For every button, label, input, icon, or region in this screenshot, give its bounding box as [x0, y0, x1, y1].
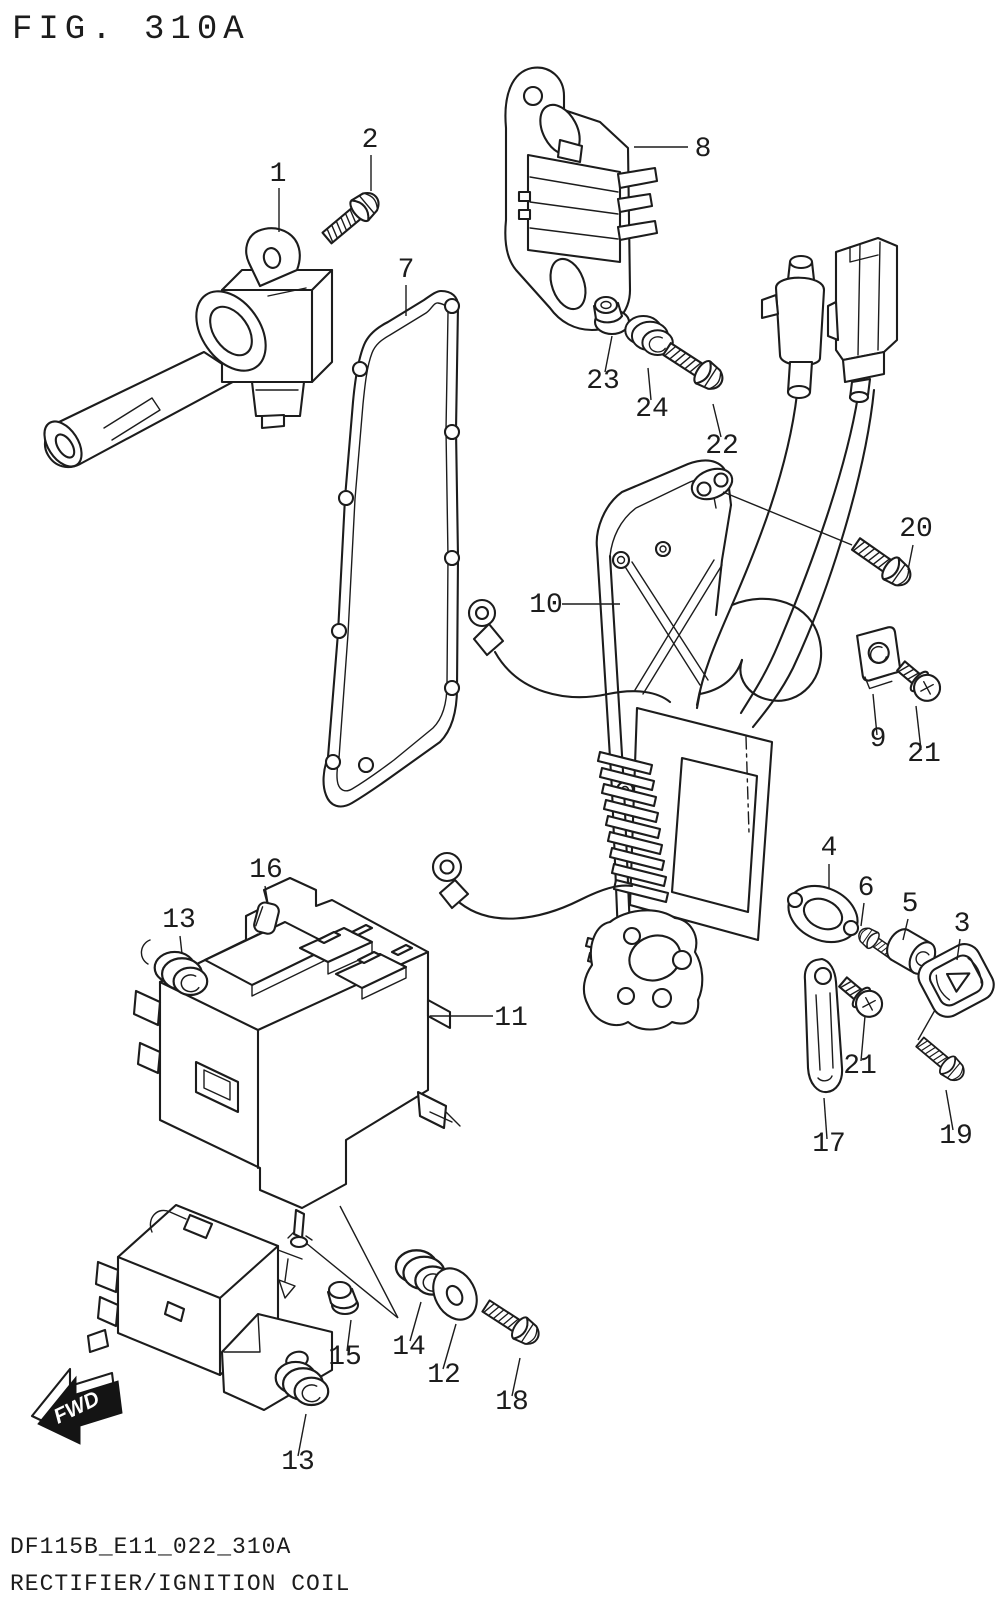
callout-7: 7: [398, 255, 415, 286]
callout-18: 18: [495, 1387, 529, 1418]
callout-9: 9: [870, 724, 887, 755]
callout-13b: 13: [281, 1447, 315, 1478]
drawing-title: RECTIFIER/IGNITION COIL: [10, 1571, 350, 1597]
callout-6: 6: [858, 873, 875, 904]
callout-10: 10: [529, 590, 563, 621]
callout-4: 4: [821, 833, 838, 864]
callout-17: 17: [812, 1129, 846, 1160]
boot-connector: [760, 254, 826, 400]
gasket-4: [786, 884, 860, 944]
callout-2: 2: [362, 125, 379, 156]
bolt-2: [317, 185, 386, 250]
bracket-plate-8: [504, 66, 659, 332]
pointer-wedge: [305, 1205, 399, 1319]
callout-14: 14: [392, 1332, 426, 1363]
ignition-coil-1: [43, 227, 334, 469]
relay-box: [86, 1203, 334, 1412]
callout-19: 19: [939, 1121, 973, 1152]
fwd-arrow: FWD: [30, 1367, 123, 1445]
bolt-22: [658, 337, 729, 396]
ground-lead-upper: [467, 598, 672, 704]
callout-8: 8: [695, 134, 712, 165]
washer-12: [432, 1267, 478, 1321]
assembly-line-3-19: [917, 1009, 936, 1041]
rubber-mount-3: [917, 943, 995, 1018]
callout-16: 16: [249, 855, 283, 886]
callout-5: 5: [902, 889, 919, 920]
drawing-code: DF115B_E11_022_310A: [10, 1534, 291, 1560]
housing-connector: [826, 236, 899, 404]
callout-21a: 21: [907, 739, 941, 770]
callout-23: 23: [586, 366, 620, 397]
wire-harness: [695, 388, 876, 729]
callout-11: 11: [494, 1003, 528, 1034]
junction-box-11: [132, 876, 461, 1249]
callout-12: 12: [427, 1360, 461, 1391]
grommet-15: [326, 1280, 360, 1316]
ground-lead-lower: [431, 851, 634, 920]
figure-title: FIG. 310A: [12, 11, 250, 49]
gasket-7: [322, 289, 461, 808]
bracket-lower-flange: [582, 909, 704, 1031]
bolt-18: [478, 1294, 545, 1351]
leader-lines: [179, 146, 961, 1457]
cap-16: [253, 901, 280, 935]
grommet-23: [592, 295, 631, 336]
callout-1: 1: [270, 159, 287, 190]
screw-21b: [833, 970, 889, 1024]
callout-24: 24: [635, 394, 669, 425]
callout-13a: 13: [162, 905, 196, 936]
screw-21a: [891, 654, 947, 708]
callout-3: 3: [954, 909, 971, 940]
callout-15: 15: [328, 1342, 362, 1373]
clip-nut-9: [856, 626, 901, 690]
callout-20: 20: [899, 514, 933, 545]
bolt-19: [912, 1032, 970, 1087]
strap-17: [803, 957, 844, 1094]
callout-22: 22: [705, 431, 739, 462]
callout-labels: 1 2 7 8 23 24 22 20 10 9 21 16 13 4 6 5 …: [162, 125, 973, 1478]
callout-21b: 21: [843, 1051, 877, 1082]
